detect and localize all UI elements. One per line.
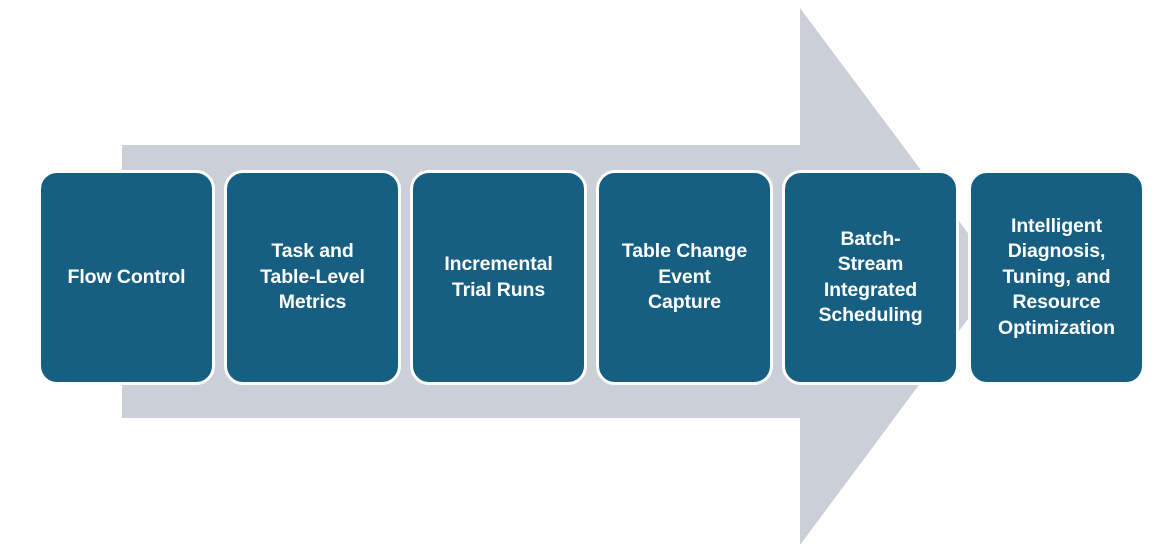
stage-box-table-change-events[interactable]: Table Change Event Capture: [596, 170, 773, 385]
stage-box-intelligent-diagnosis[interactable]: Intelligent Diagnosis, Tuning, and Resou…: [968, 170, 1145, 385]
stage-label-table-change-events: Table Change Event Capture: [621, 240, 748, 314]
stage-label-batch-stream: Batch- Stream Integrated Scheduling: [818, 227, 923, 326]
stage-label-task-table-metrics: Task and Table-Level Metrics: [260, 240, 365, 314]
stage-box-flow-control[interactable]: Flow Control: [38, 170, 215, 385]
stage-label-intelligent-diagnosis: Intelligent Diagnosis, Tuning, and Resou…: [998, 215, 1115, 339]
stage-box-incremental-trials[interactable]: Incremental Trial Runs: [410, 170, 587, 385]
stage-box-batch-stream[interactable]: Batch- Stream Integrated Scheduling: [782, 170, 959, 385]
stage-box-task-table-metrics[interactable]: Task and Table-Level Metrics: [224, 170, 401, 385]
stage-box-row: Flow Control Task and Table-Level Metric…: [38, 170, 1145, 385]
stage-label-incremental-trials: Incremental Trial Runs: [444, 253, 553, 301]
stage-label-flow-control: Flow Control: [67, 265, 186, 288]
